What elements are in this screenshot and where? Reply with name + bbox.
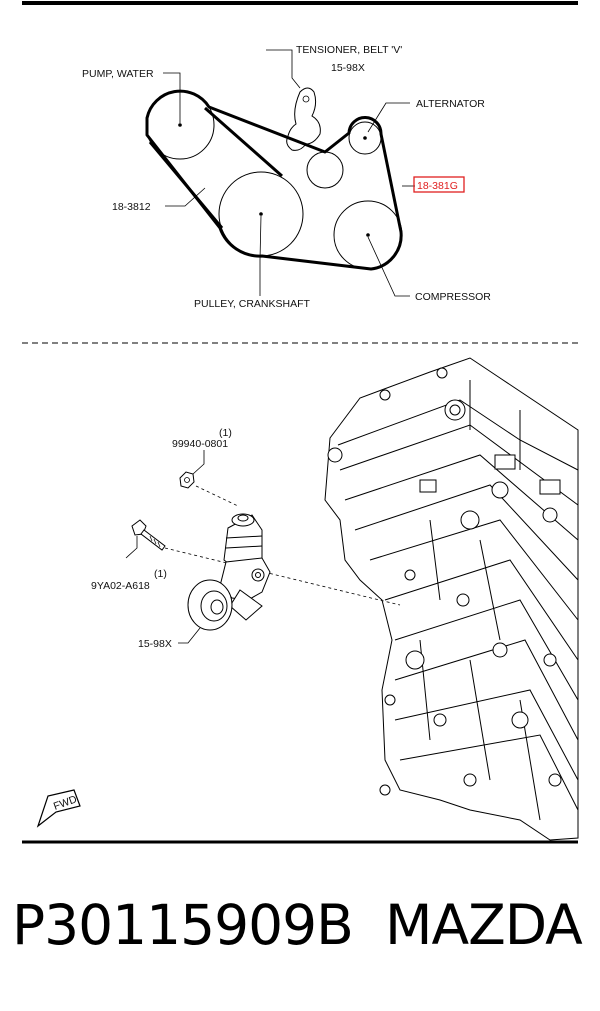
bolt-9ya02-a618[interactable] [131,519,166,551]
compressor-label: COMPRESSOR [415,291,491,303]
crankshaft-label: PULLEY, CRANKSHAFT [194,298,311,310]
alternator-label: ALTERNATOR [416,98,485,110]
tensioner-assembly[interactable] [187,513,271,631]
idler-pulley [306,151,344,189]
bolt-part-label: 9YA02-A618 [91,580,150,592]
water-pump-label: PUMP, WATER [82,68,154,80]
tensioner-part-label: 15-98X [331,62,365,74]
belt-part-label: 18-3812 [112,201,151,213]
highlighted-part-label[interactable]: 18-381G [417,180,458,192]
brand-name: MAZDA [385,893,583,957]
engine-exploded-view: (1) 99940-0801 (1) 9YA02-A618 15-98X [36,357,579,841]
serpentine-belt [145,89,403,271]
engine-bolt-bosses [327,367,562,796]
fwd-arrow-icon: FWD [36,789,81,828]
engine-block-drawing [324,357,579,841]
tensioner-part-callout: 15-98X [138,638,172,650]
nut-99940-0801[interactable] [179,471,195,489]
highlight-box[interactable] [413,176,465,193]
nut-qty-label: (1) [219,427,232,439]
bolt-qty-label: (1) [154,568,167,580]
nut-part-label: 99940-0801 [172,438,228,450]
tensioner-label: TENSIONER, BELT 'V' [296,44,402,56]
belt-routing-diagram: TENSIONER, BELT 'V' 15-98X PUMP, WATER A… [82,44,491,310]
part-number: P30115909B [12,893,354,957]
